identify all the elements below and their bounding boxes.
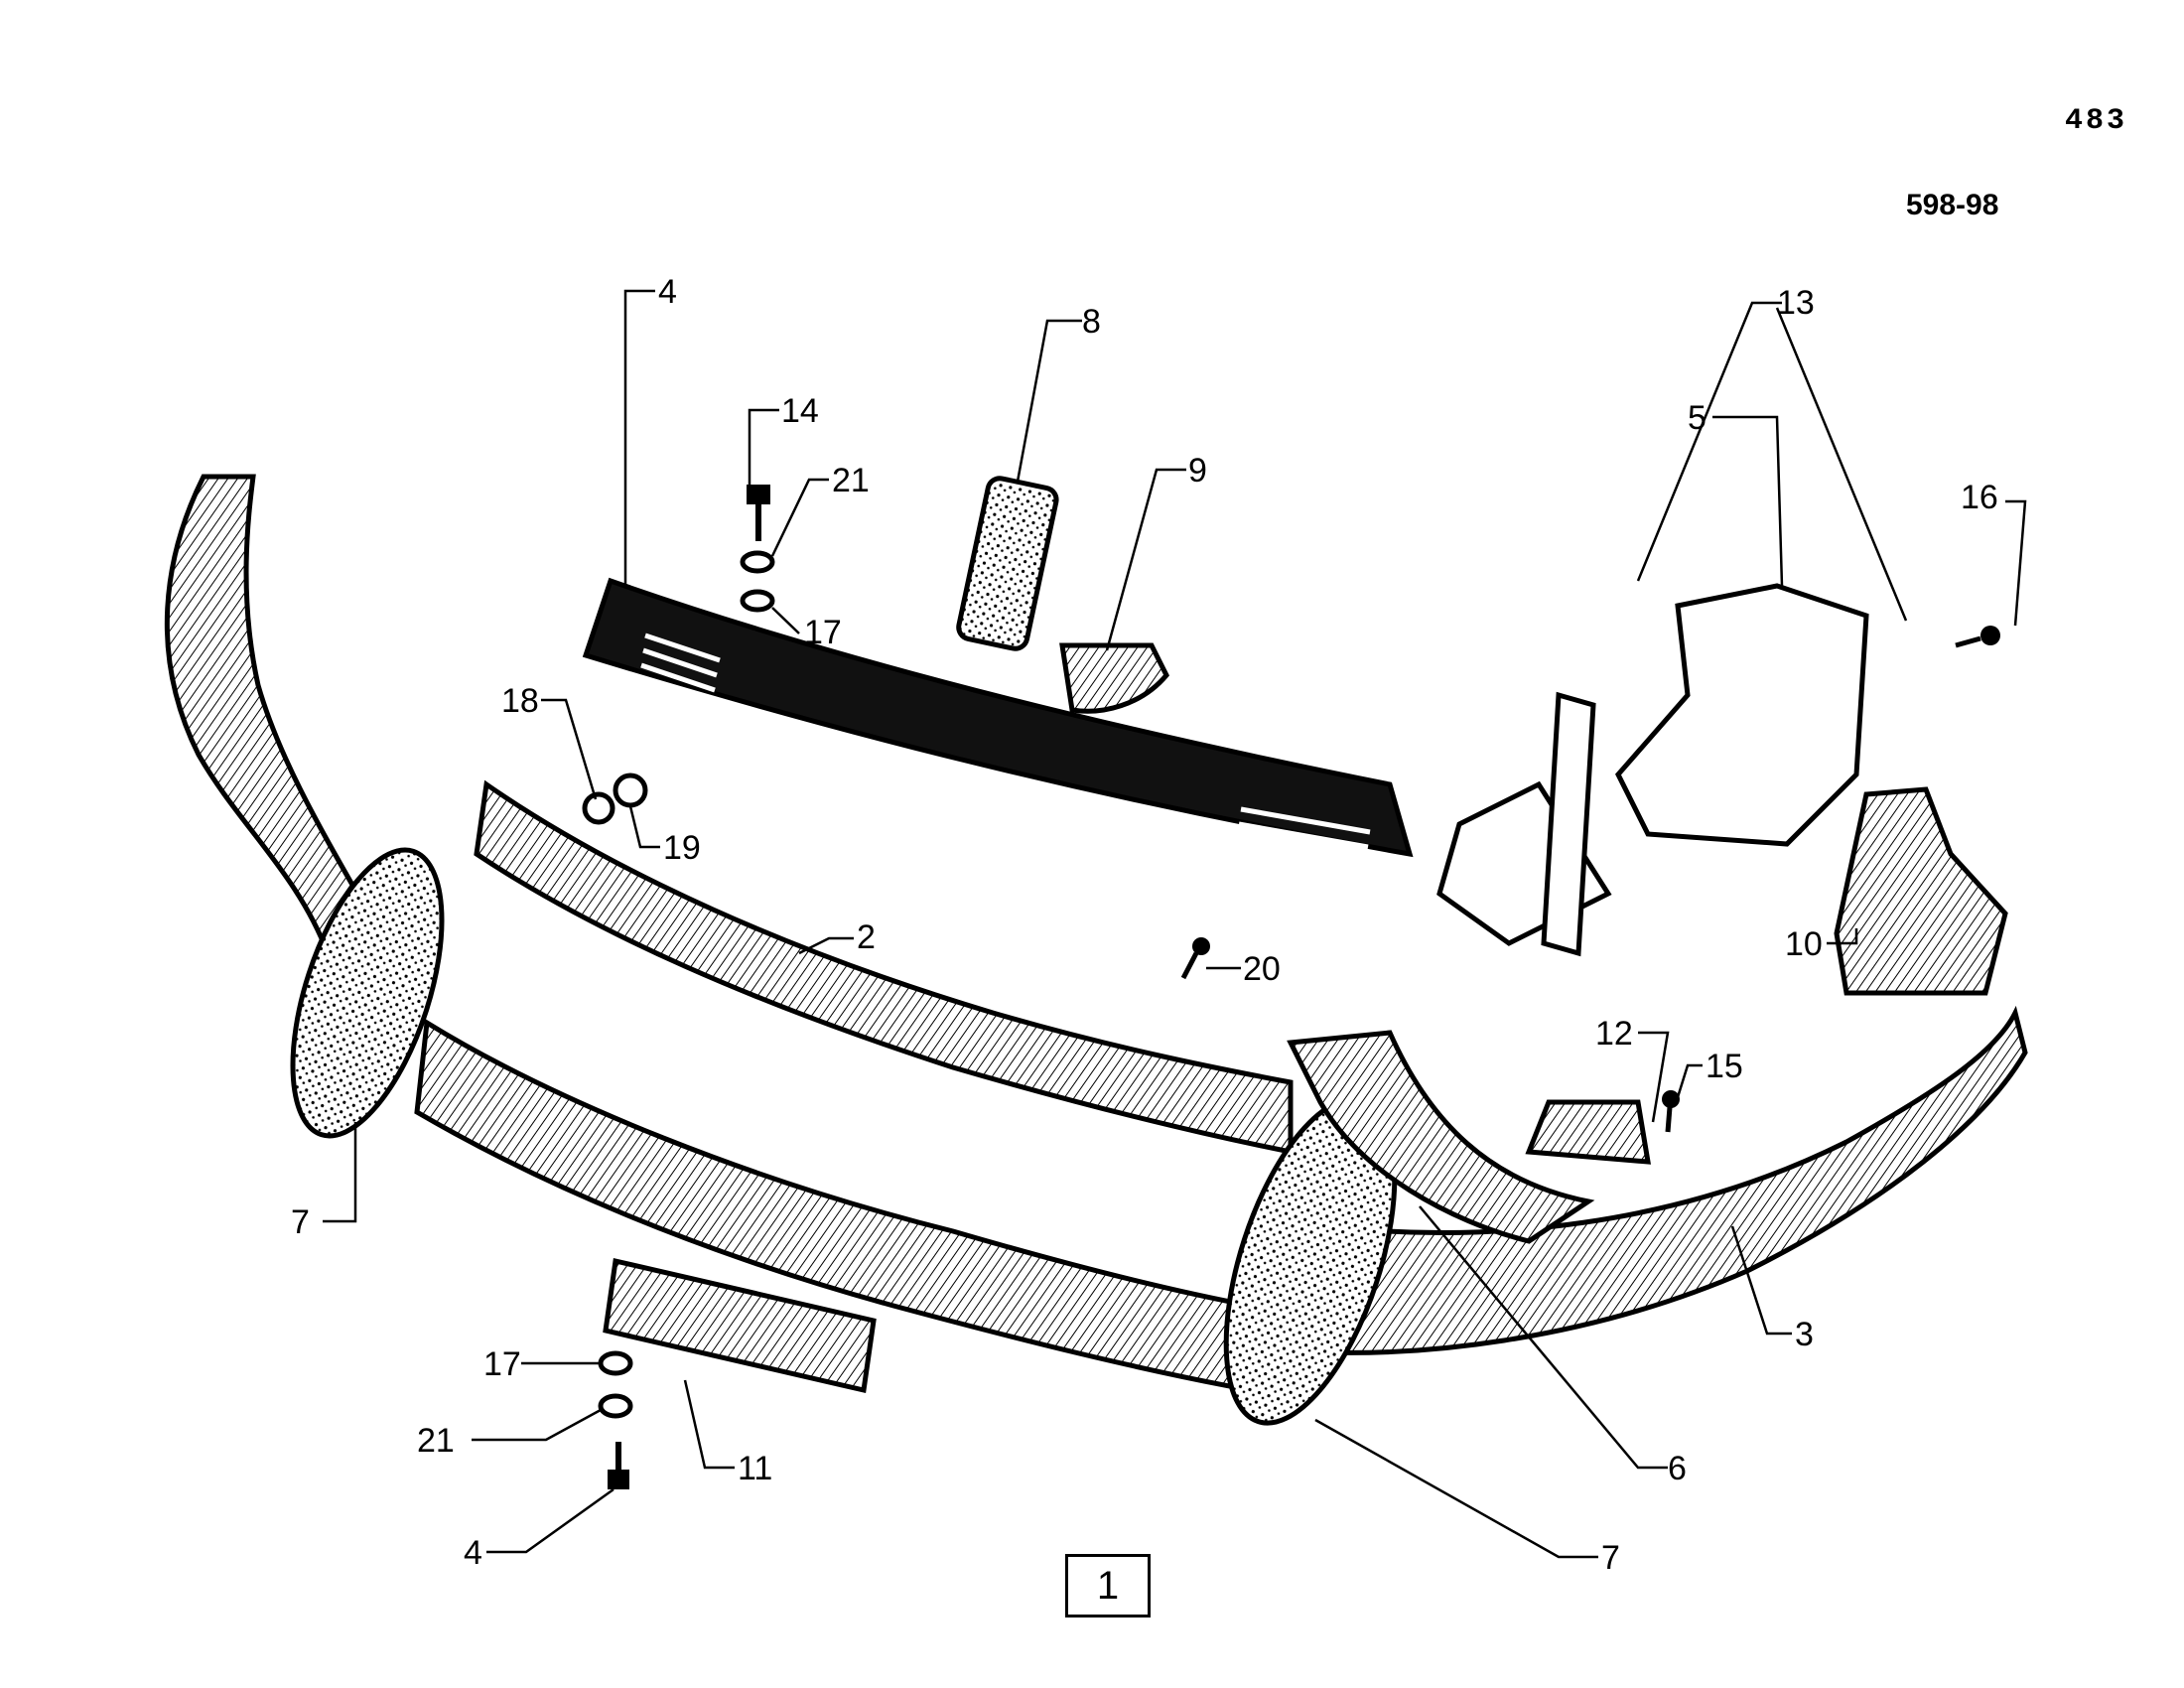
- bumper-upper-bar: [474, 779, 1294, 1156]
- grille-slats-right: [1234, 806, 1371, 880]
- callout-6: 6: [1668, 1450, 1687, 1487]
- callout-4-grille: 4: [658, 273, 677, 311]
- callout-15: 15: [1706, 1048, 1743, 1085]
- callout-21-top: 21: [832, 462, 870, 499]
- callout-7-right: 7: [1601, 1539, 1620, 1577]
- callout-13: 13: [1777, 284, 1815, 322]
- bumper-left-horn: [164, 474, 360, 960]
- callout-10: 10: [1785, 925, 1823, 963]
- callout-labels: 4 8 13 14 21 9 5 16 17 18 19 2 20 10 12 …: [291, 273, 1998, 1577]
- nut-19: [613, 773, 648, 808]
- figure-number-box: 1: [1065, 1554, 1151, 1618]
- rubber-block-part-8: [956, 476, 1059, 651]
- plate-part-11: [603, 1257, 877, 1394]
- callout-12: 12: [1595, 1015, 1633, 1053]
- callout-17-bottom: 17: [483, 1345, 521, 1383]
- bumper-right-wing: [1288, 1005, 2028, 1355]
- callout-5: 5: [1688, 399, 1706, 437]
- bumper-right-bracket: [1287, 1030, 1595, 1244]
- screw-15: [1662, 1090, 1680, 1133]
- callout-18: 18: [501, 682, 539, 720]
- callout-16: 16: [1961, 479, 1998, 516]
- screw-20: [1180, 937, 1210, 980]
- callout-2: 2: [857, 918, 876, 956]
- bracket-part-10: [1834, 786, 2008, 996]
- support-strip: [1541, 691, 1596, 957]
- callout-4-bottom: 4: [464, 1534, 482, 1572]
- bracket-part-5: [1615, 583, 1869, 847]
- callout-9: 9: [1188, 452, 1207, 490]
- washer-18: [582, 791, 615, 825]
- callout-7-left: 7: [291, 1203, 310, 1241]
- nut-17-bottom: [598, 1350, 633, 1376]
- overrider-left: [290, 847, 445, 1139]
- page-number: 483: [2065, 104, 2128, 138]
- sheet-code: 598-98: [1906, 189, 1999, 221]
- callout-19: 19: [663, 829, 701, 867]
- callout-11: 11: [738, 1450, 772, 1487]
- callout-14: 14: [781, 392, 819, 430]
- callout-3: 3: [1795, 1316, 1814, 1353]
- grille-slats-left: [638, 633, 721, 708]
- bolt-14: [747, 485, 770, 541]
- clip-part-9: [1059, 642, 1169, 714]
- plate-part-12: [1525, 1099, 1651, 1165]
- grille-panel: [582, 577, 1414, 858]
- callout-8: 8: [1082, 303, 1101, 341]
- nut-17-top: [740, 589, 775, 613]
- washer-21-bottom: [598, 1393, 633, 1419]
- callout-20: 20: [1243, 950, 1281, 988]
- screw-16: [1955, 626, 2000, 648]
- callout-21-bottom: 21: [417, 1422, 455, 1460]
- washer-21-top: [740, 550, 775, 574]
- bolt-4-bottom: [608, 1442, 629, 1489]
- leader-lines: [323, 289, 2027, 1559]
- callout-17-top: 17: [804, 614, 842, 651]
